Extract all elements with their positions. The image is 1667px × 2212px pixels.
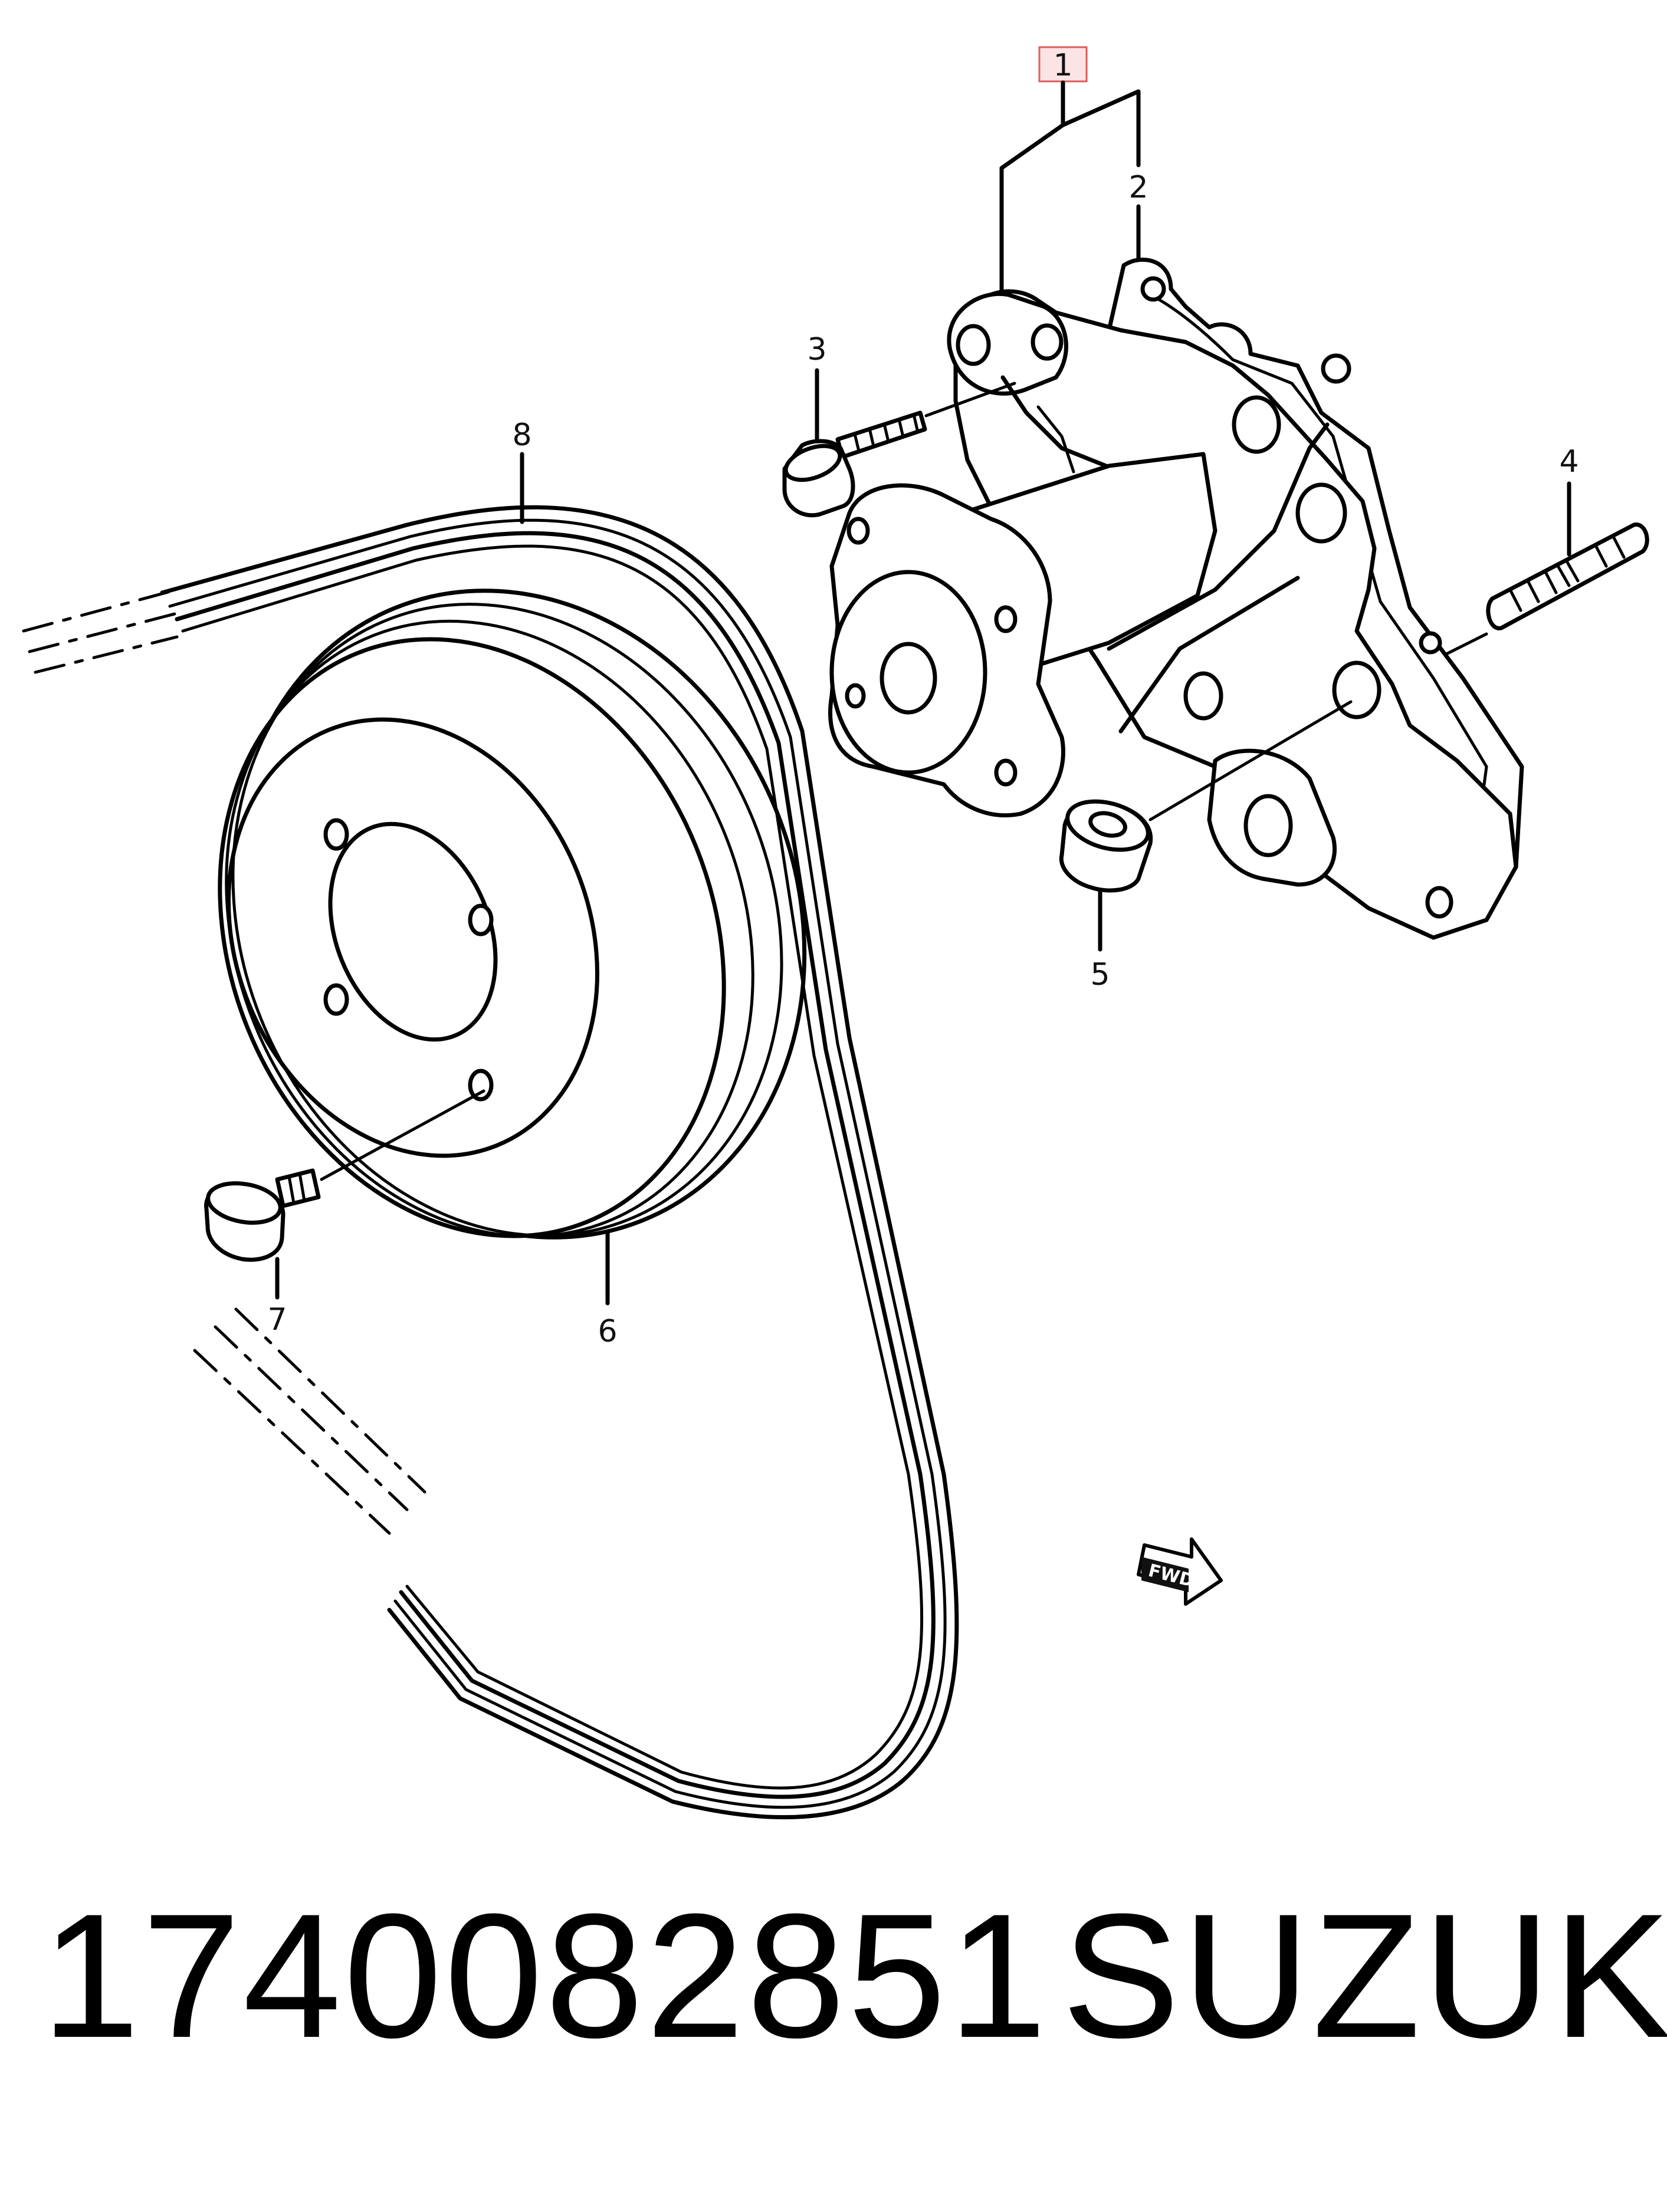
- pump-lower-tab-hole: [1243, 794, 1293, 857]
- part-number: 1740082851: [41, 1876, 1049, 2075]
- pump-shaft-center: [880, 642, 937, 715]
- fwd-arrow-icon: FWD: [1137, 1537, 1223, 1606]
- housing-rib-3: [1118, 576, 1300, 734]
- callout-1-bracket: [1061, 89, 1141, 167]
- right-upper-boss: [1232, 395, 1281, 454]
- stud-pump: [1486, 522, 1649, 630]
- gasket-lower-hole: [1425, 886, 1453, 919]
- upper-boss-hole-right: [1031, 323, 1064, 361]
- nut-5-alignment-line: [1148, 700, 1353, 821]
- callout-7: 7: [267, 1302, 287, 1337]
- stud-4-alignment-line: [1443, 632, 1488, 656]
- bolt-3-alignment-line: [924, 382, 1016, 418]
- bolt-pulley: [204, 1168, 321, 1262]
- footer: [0, 1846, 1667, 2212]
- callout-4: 4: [1559, 444, 1579, 479]
- upper-boss-hole-left: [956, 324, 991, 366]
- flange-bolt-hole-4: [845, 683, 866, 709]
- gasket-hole-stud: [1419, 631, 1442, 655]
- inner-boss: [1183, 671, 1223, 721]
- right-mid-boss: [1295, 482, 1347, 544]
- gasket-hole-right: [1321, 353, 1351, 384]
- bolt-m8-pump: [782, 410, 927, 518]
- housing-rib-4: [1036, 405, 1075, 474]
- callout-6: 6: [598, 1314, 617, 1349]
- flange-bolt-hole-3: [994, 758, 1018, 787]
- belt-continuation-bottom: [193, 1307, 426, 1535]
- callout-1[interactable]: 1: [1053, 48, 1072, 83]
- callout-5: 5: [1090, 957, 1110, 992]
- callout-2: 2: [1128, 170, 1148, 205]
- belt-continuation-left: [22, 588, 179, 674]
- v-belt: [160, 505, 959, 1820]
- bolt-7-alignment-line: [320, 1089, 485, 1181]
- flange-bolt-hole-1: [846, 517, 870, 545]
- upper-mount-boss: [947, 292, 1068, 396]
- callout-8: 8: [512, 418, 531, 453]
- exploded-parts-diagram: 1 2 3 4: [22, 46, 1649, 1820]
- brand-name: SUZUKI: [1062, 1876, 1667, 2075]
- housing-rib-2: [1107, 422, 1330, 651]
- callout-3: 3: [807, 332, 826, 367]
- pulley-water-pump: [218, 589, 807, 1240]
- gasket-hole-top: [1140, 276, 1166, 302]
- flange-bolt-hole-2: [994, 605, 1018, 633]
- nut-pump: [1059, 799, 1153, 893]
- callout-1-leader: [999, 80, 1065, 303]
